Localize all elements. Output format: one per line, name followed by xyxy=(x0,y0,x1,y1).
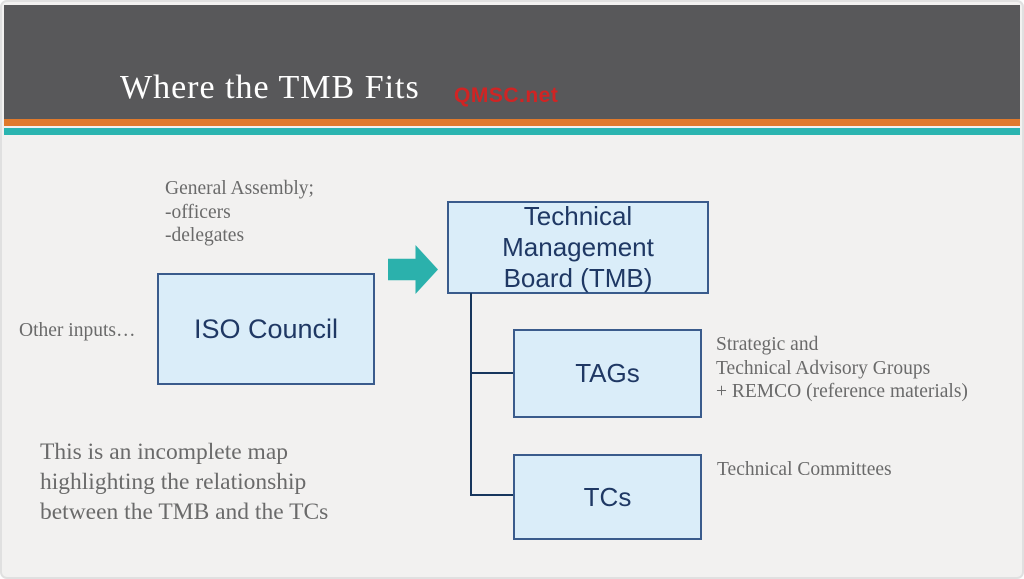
header-band: Where the TMB Fits QMSC.net xyxy=(4,5,1020,119)
note-line: -officers xyxy=(165,201,231,223)
note-line: Strategic and xyxy=(716,334,819,355)
right-arrow-icon xyxy=(388,245,438,294)
node-tmb: Technical Management Board (TMB) xyxy=(447,201,709,294)
connector-to-tags-line xyxy=(470,372,513,374)
connector-vertical-line xyxy=(470,293,472,496)
note-line: + REMCO (reference materials) xyxy=(716,381,968,402)
note-line: -delegates xyxy=(165,225,245,246)
connector-to-tcs-line xyxy=(470,494,513,496)
note-line: Technical Advisory Groups xyxy=(716,357,931,379)
footnote-line: highlighting the relationship xyxy=(40,469,307,495)
tcs-description-note: Technical Committees xyxy=(717,459,892,480)
watermark-link[interactable]: QMSC.net xyxy=(454,84,559,107)
tags-description-note: Strategic and Technical Advisory Groups … xyxy=(716,333,968,404)
orange-divider xyxy=(4,119,1020,126)
node-iso-council: ISO Council xyxy=(157,273,375,385)
node-label: TAGs xyxy=(575,358,640,388)
footnote: This is an incomplete map highlighting t… xyxy=(40,437,328,527)
teal-divider xyxy=(4,128,1020,135)
node-label-line: Board (TMB) xyxy=(503,263,653,293)
node-tags: TAGs xyxy=(513,329,702,418)
node-label-line: Technical xyxy=(523,201,633,231)
footnote-line: between the TMB and the TCs xyxy=(40,499,329,525)
footnote-line: This is an incomplete map xyxy=(40,439,289,465)
node-label: TCs xyxy=(583,481,632,512)
other-inputs-note: Other inputs… xyxy=(19,320,136,341)
general-assembly-note: General Assembly; -officers -delegates xyxy=(165,177,314,248)
note-line: General Assembly; xyxy=(165,178,314,199)
node-label: ISO Council xyxy=(193,313,339,344)
node-tcs: TCs xyxy=(513,454,702,540)
node-label-line: Management xyxy=(502,232,654,262)
slide-title: Where the TMB Fits xyxy=(120,69,420,106)
